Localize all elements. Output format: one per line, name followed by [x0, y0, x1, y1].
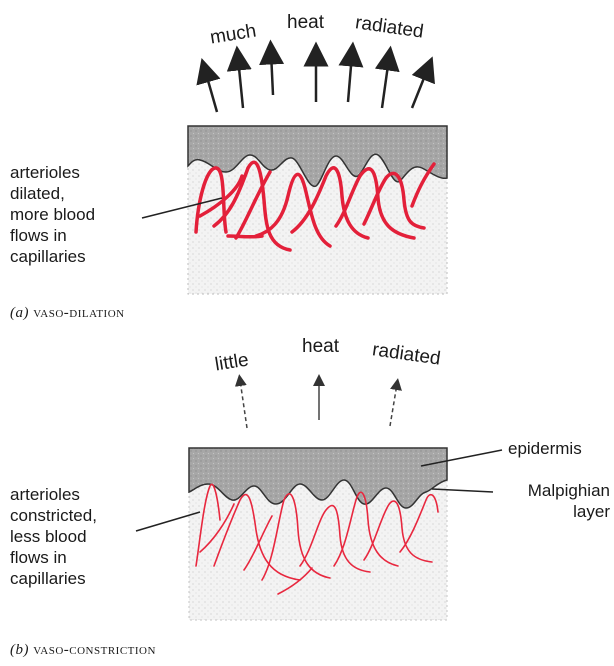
- malpighian-label-line: Malpighian: [500, 480, 610, 501]
- heat-word-heat: heat: [287, 12, 324, 34]
- caption-a-text: vaso-dilation: [33, 305, 124, 321]
- heat-word-heat-b: heat: [302, 336, 339, 358]
- caption-b-text: vaso-constriction: [33, 642, 156, 658]
- constriction-label-line: arterioles: [10, 484, 150, 505]
- constriction-label-line: less blood: [10, 526, 150, 547]
- caption-b: (b) vaso-constriction: [10, 642, 156, 659]
- dilation-label-line: dilated,: [10, 183, 150, 204]
- constriction-label-line: capillaries: [10, 568, 150, 589]
- malpighian-label-line: layer: [500, 501, 610, 522]
- caption-b-letter: (b): [10, 642, 29, 658]
- heat-arrows-a: [205, 52, 428, 112]
- skin-section-dilated: [142, 126, 447, 294]
- epidermis-label: epidermis: [508, 438, 582, 459]
- caption-a: (a) vaso-dilation: [10, 305, 125, 322]
- dilation-label-line: more blood: [10, 204, 150, 225]
- dilation-label-line: flows in: [10, 225, 150, 246]
- dilation-label: arterioles dilated, more blood flows in …: [10, 162, 150, 267]
- dilation-label-line: capillaries: [10, 246, 150, 267]
- constriction-label-line: constricted,: [10, 505, 150, 526]
- skin-section-constricted: [136, 448, 502, 620]
- caption-a-letter: (a): [10, 305, 29, 321]
- constriction-label: arterioles constricted, less blood flows…: [10, 484, 150, 589]
- constriction-label-line: flows in: [10, 547, 150, 568]
- heat-arrows-b: [240, 380, 397, 428]
- dilation-label-line: arterioles: [10, 162, 150, 183]
- malpighian-label: Malpighian layer: [500, 480, 610, 522]
